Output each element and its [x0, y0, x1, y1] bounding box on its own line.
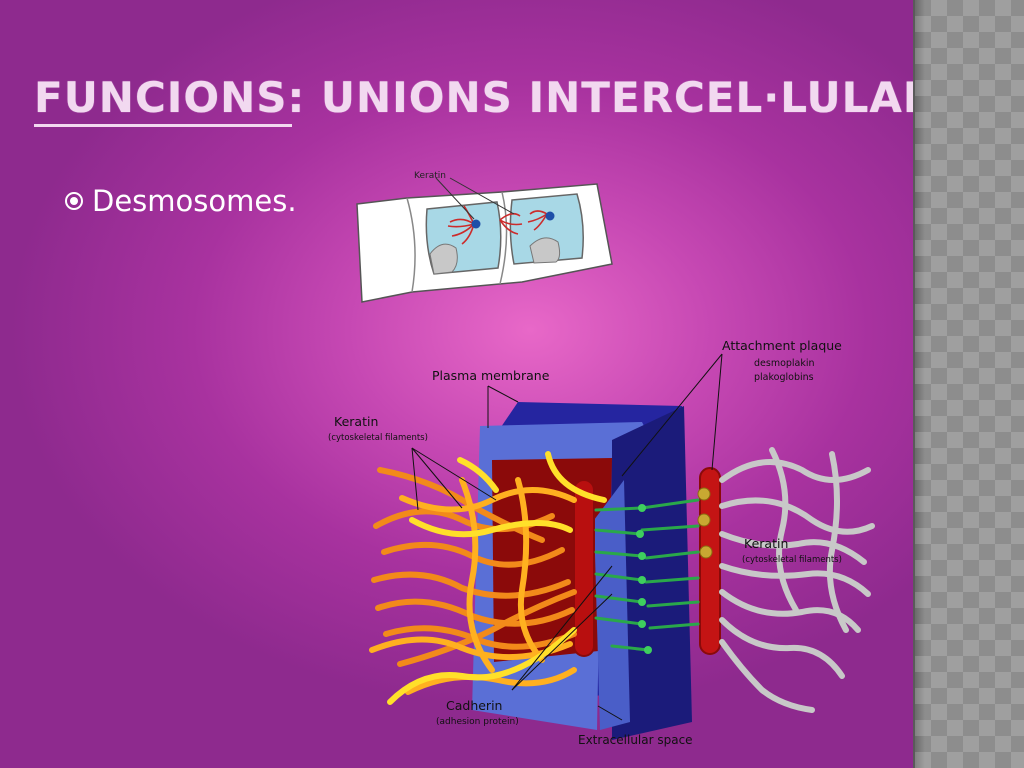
keratin-right-sublabel: (cytoskeletal filaments) — [742, 555, 842, 565]
cadherin-label: Cadherin — [446, 698, 502, 713]
keratin-label-small: Keratin — [414, 171, 446, 181]
extracellular-space-label: Extracellular space — [578, 733, 693, 747]
decorative-side-panel — [913, 0, 1024, 768]
title-underline — [34, 124, 292, 127]
title-accent: FUNCIONS: — [34, 73, 306, 122]
attachment-plaque-left — [573, 479, 595, 657]
radio-bullet-icon — [65, 192, 83, 210]
slide-canvas: FUNCIONS: UNIONS INTERCEL·LULARS Desmoso… — [0, 0, 913, 768]
label-pointers — [411, 353, 723, 721]
keratin-filaments-left — [369, 451, 607, 705]
title-rest: UNIONS INTERCEL·LULARS — [320, 73, 913, 122]
desmosome-diagram: Attachment plaque desmoplakin plakoglobi… — [328, 338, 875, 747]
keratin-left-label: Keratin — [334, 414, 378, 429]
keratin-filaments-right — [719, 447, 875, 713]
bullet-text: Desmosomes. — [92, 184, 297, 218]
cadherin-heads — [636, 504, 652, 654]
cell-junction-diagram: Keratin — [356, 171, 613, 303]
attachment-plaque-label: Attachment plaque — [722, 338, 842, 353]
plakoglobins-label: plakoglobins — [754, 372, 814, 383]
slide-title: FUNCIONS: UNIONS INTERCEL·LULARS — [34, 72, 913, 124]
keratin-right-label: Keratin — [744, 536, 788, 551]
plasma-membrane-label: Plasma membrane — [432, 368, 550, 383]
cell-pair-illustration — [356, 177, 613, 303]
cadherin-sublabel: (adhesion protein) — [436, 717, 519, 727]
cadherin-proteins — [594, 498, 700, 652]
keratin-left-sublabel: (cytoskeletal filaments) — [328, 433, 428, 443]
plaque-knobs — [697, 487, 713, 559]
bullet-item: Desmosomes. — [64, 184, 297, 218]
desmoplakin-label: desmoplakin — [754, 358, 815, 369]
